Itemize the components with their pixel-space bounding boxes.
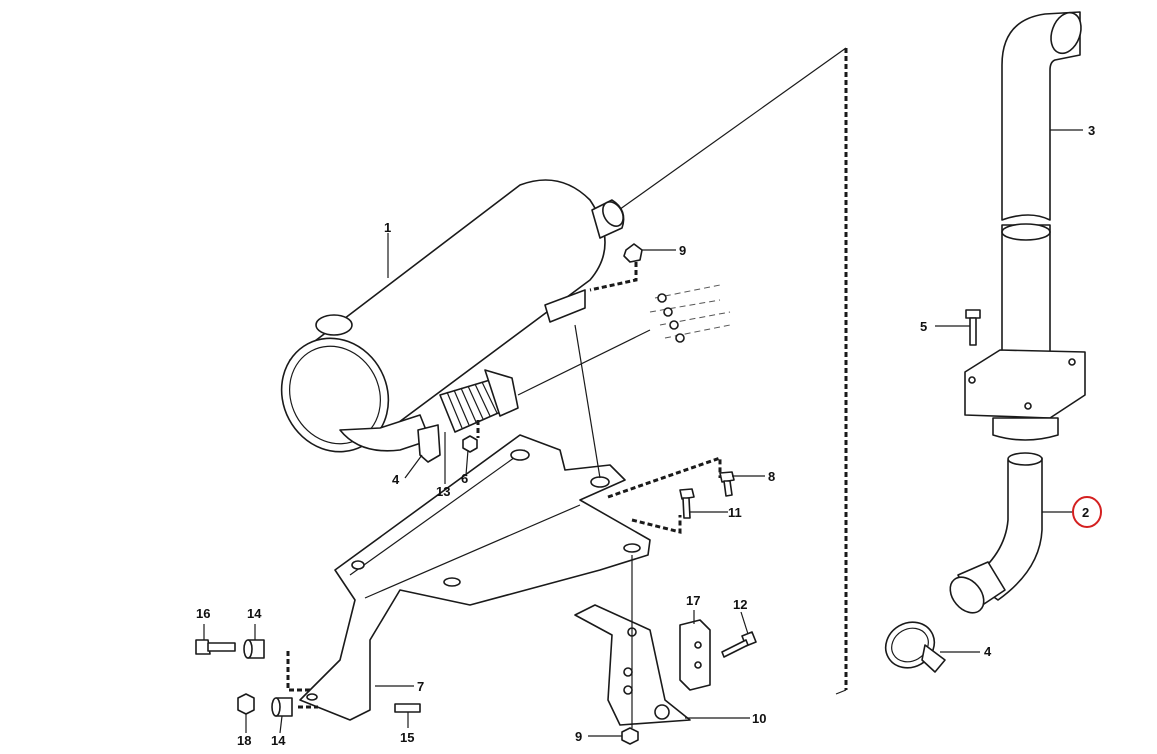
assembly-paths — [286, 262, 722, 728]
tail-pipe — [964, 11, 1086, 441]
callout-17: 17 — [686, 593, 700, 608]
callout-4: 4 — [392, 472, 400, 487]
callout-1: 1 — [384, 220, 391, 235]
callout-7: 7 — [417, 679, 424, 694]
callout-10: 10 — [752, 711, 766, 726]
callout-2: 2 — [1082, 505, 1089, 520]
callout-16: 16 — [196, 606, 210, 621]
callout-3: 3 — [1088, 123, 1095, 138]
callout-6: 6 — [461, 471, 468, 486]
callout-highlight-circle — [1072, 496, 1102, 528]
flex-pipe — [439, 329, 651, 433]
callout-14: 14 — [247, 606, 262, 621]
bent-pipe — [949, 452, 1043, 614]
pipe-clamp-left — [417, 424, 441, 463]
clamp-plate — [679, 619, 711, 691]
break-line — [615, 47, 848, 695]
leader-lines — [203, 129, 1083, 737]
callout-9: 9 — [679, 243, 686, 258]
pipe-clamp-right — [884, 621, 946, 673]
callout-9: 9 — [575, 729, 582, 744]
callout-13: 13 — [436, 484, 450, 499]
callout-8: 8 — [768, 469, 775, 484]
callout-18: 18 — [237, 733, 251, 748]
callout-12: 12 — [733, 597, 747, 612]
muffler — [280, 179, 625, 453]
main-bracket — [299, 434, 651, 721]
mounting-studs — [649, 284, 731, 343]
fasteners — [195, 243, 981, 745]
callout-5: 5 — [920, 319, 927, 334]
callout-15: 15 — [400, 730, 414, 745]
callout-14: 14 — [271, 733, 286, 748]
callout-11: 11 — [728, 505, 742, 520]
callout-4: 4 — [984, 644, 992, 659]
callout-labels: 1 2 3 4 4 5 6 7 8 9 9 10 11 12 13 14 14 … — [196, 123, 1095, 748]
